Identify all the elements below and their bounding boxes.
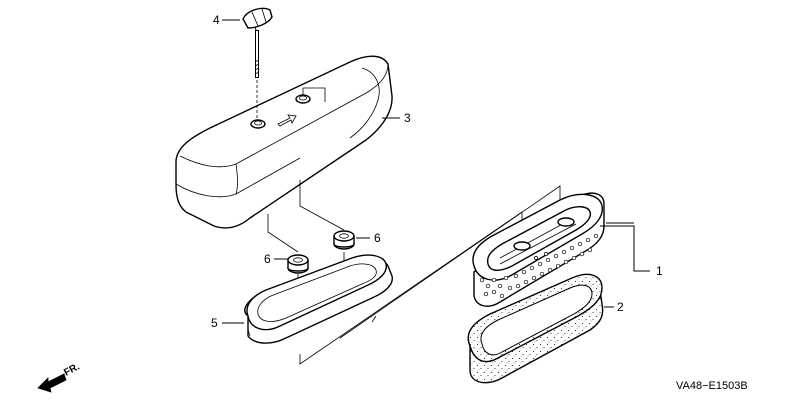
front-direction-marker: FR. bbox=[37, 361, 82, 393]
grommet-lower bbox=[287, 254, 309, 274]
foam-pre-cleaner bbox=[467, 273, 604, 384]
callout-1: 1 bbox=[656, 264, 663, 278]
grommet-upper bbox=[333, 230, 355, 250]
callout-5: 5 bbox=[211, 316, 218, 330]
callout-2: 2 bbox=[617, 300, 624, 314]
callout-6-lower: 6 bbox=[264, 252, 271, 266]
callout-4: 4 bbox=[213, 13, 220, 27]
air-cleaner-cover bbox=[175, 55, 393, 229]
diagram-code: VA48−E1503B bbox=[676, 380, 748, 392]
callout-6-upper: 6 bbox=[374, 231, 381, 245]
callout-3: 3 bbox=[404, 111, 411, 125]
knob-bolt bbox=[242, 7, 326, 120]
leader-lines bbox=[222, 19, 650, 324]
gasket-ring bbox=[244, 254, 393, 344]
air-filter-element bbox=[472, 192, 605, 307]
front-label: FR. bbox=[62, 361, 82, 378]
arrow-front-icon bbox=[37, 373, 67, 393]
